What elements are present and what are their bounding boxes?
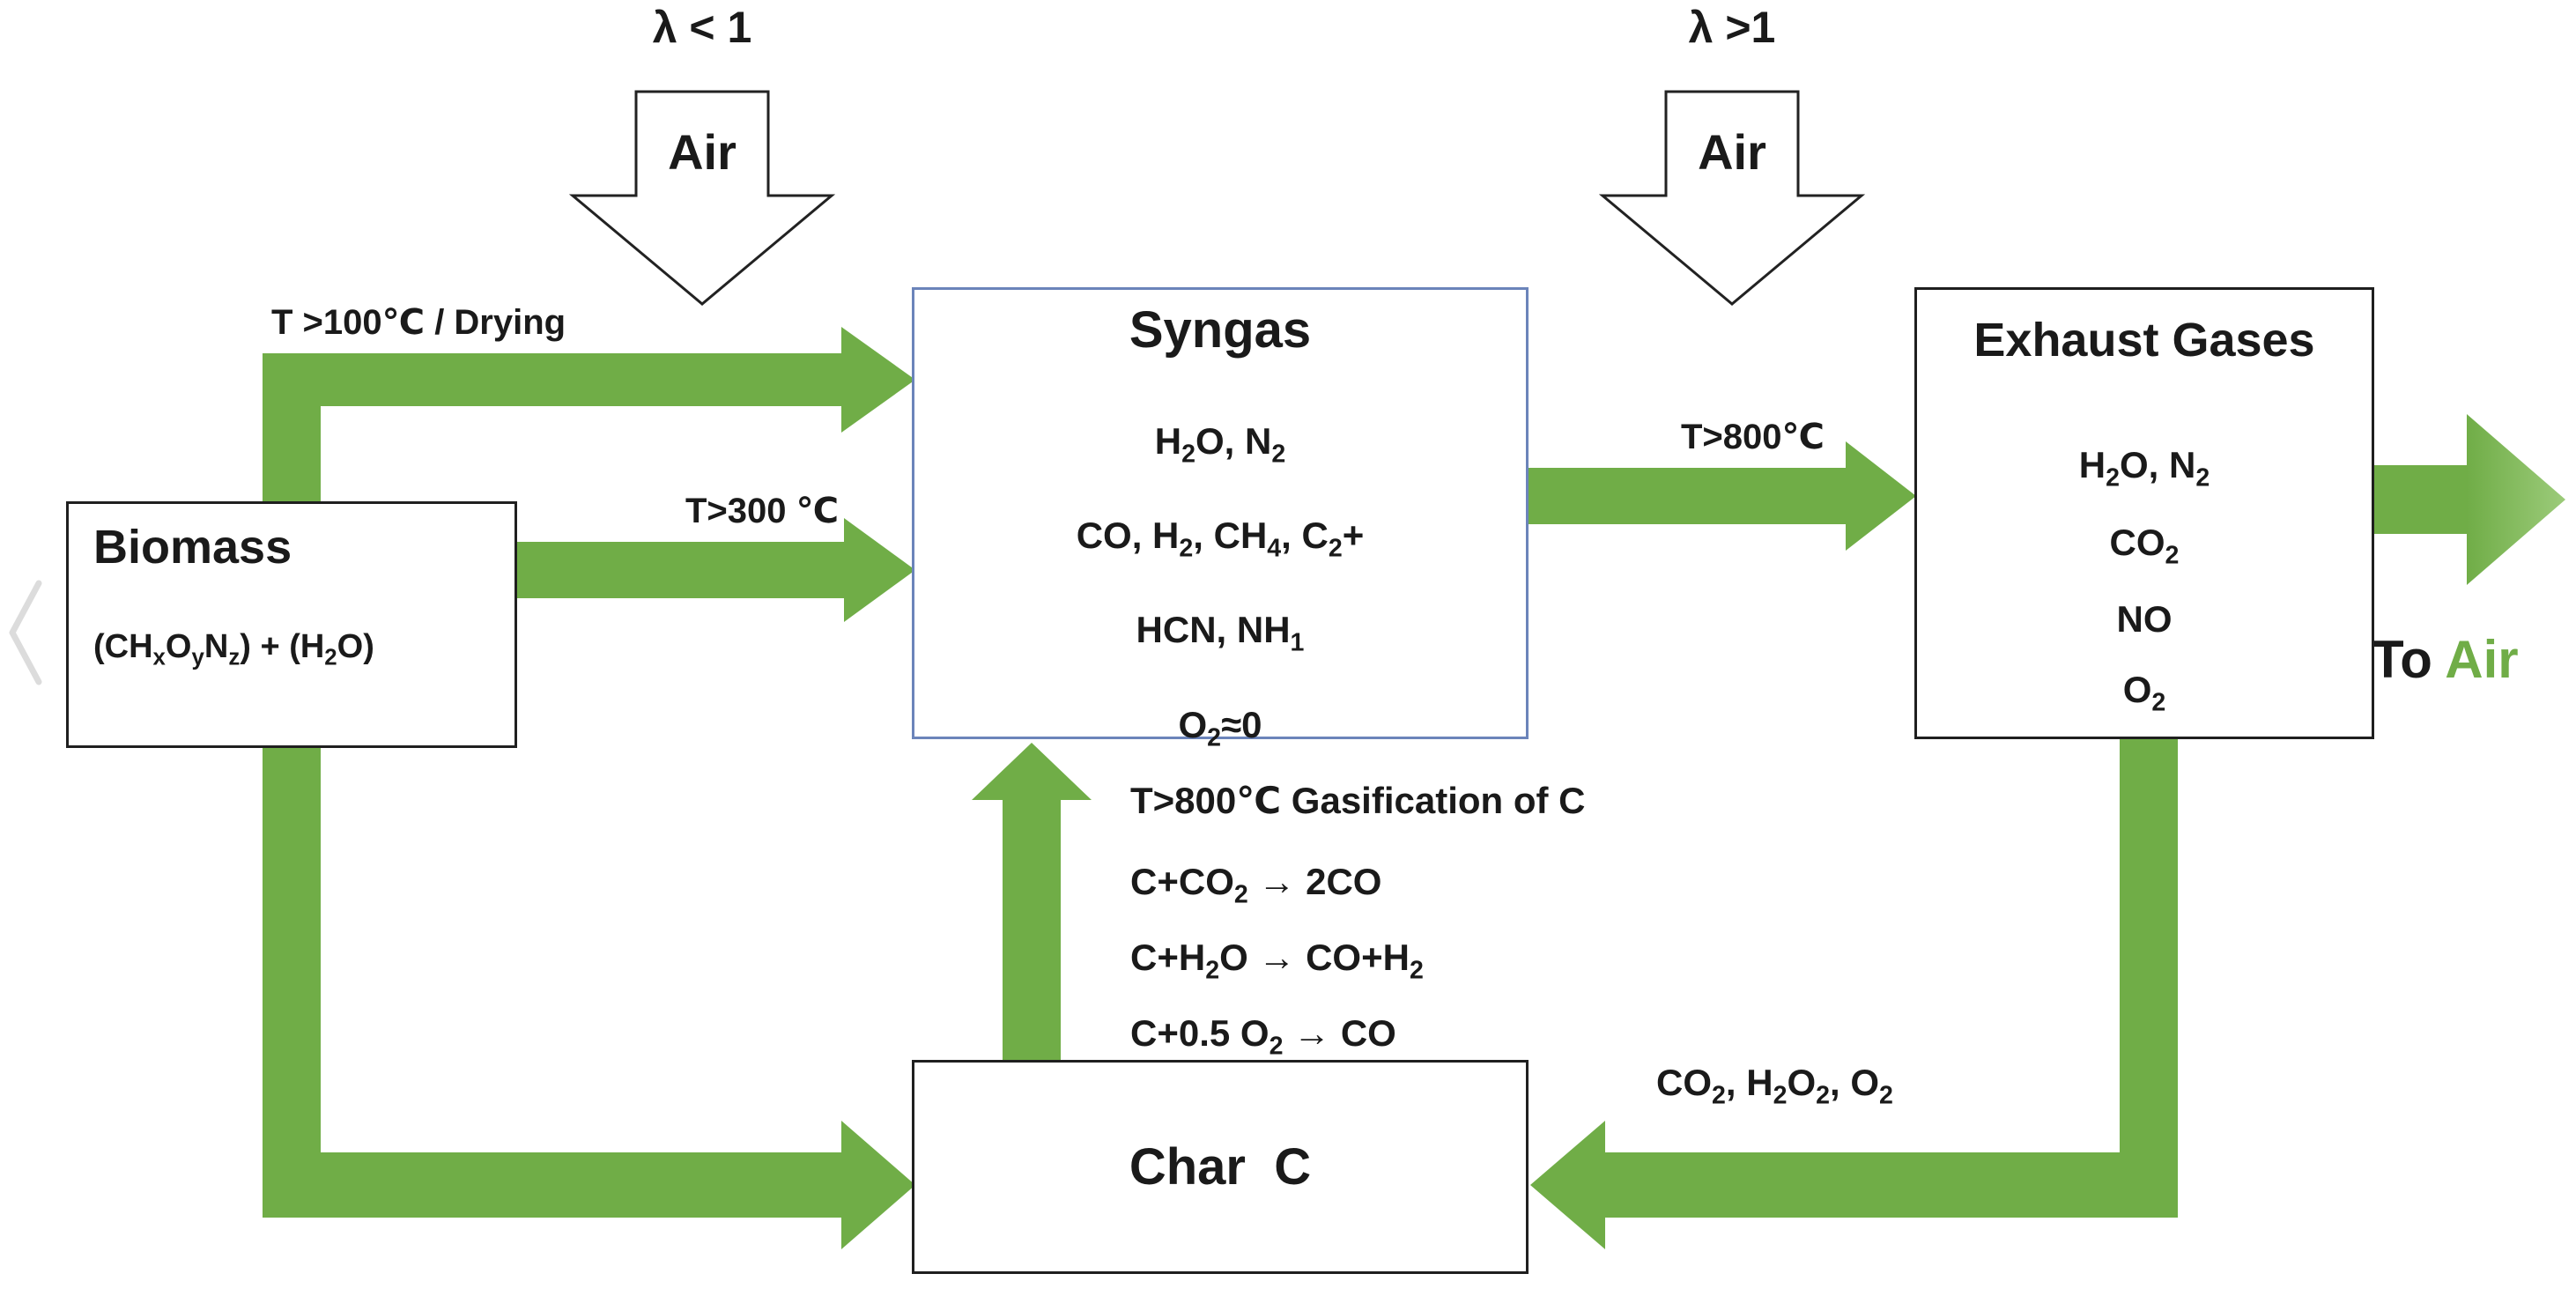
arrow-char-to-syngas xyxy=(972,743,1092,1063)
syngas-line: H2O, N2 xyxy=(1154,419,1286,469)
syngas-title: Syngas xyxy=(1129,301,1312,359)
prev-chevron-icon[interactable] xyxy=(9,580,42,685)
exhaust-line: NO xyxy=(2116,597,2173,640)
exhaust-gases-title: Exhaust Gases xyxy=(1973,314,2315,367)
exhaust-line: CO2 xyxy=(2109,521,2180,570)
air-inlet-arrow-left xyxy=(568,90,836,306)
air-left-label: Air xyxy=(668,124,737,180)
exhaust-gases-box: Exhaust Gases H2O, N2 CO2 NO O2 xyxy=(1914,287,2374,739)
arrow-biomass-to-char xyxy=(263,748,915,1249)
pyrolysis-arrow-label: T>300 ℃ xyxy=(685,492,840,530)
char-title: Char C xyxy=(1129,1137,1312,1196)
gasification-reactions: T>800℃ Gasification of C C+CO2 → 2CO C+H… xyxy=(1130,782,1586,1091)
syngas-line: O2≈0 xyxy=(1178,703,1262,752)
arrow-biomass-to-syngas-pyrolysis xyxy=(517,518,915,622)
air-right-label: Air xyxy=(1698,124,1766,180)
exhaust-line: H2O, N2 xyxy=(2078,444,2210,492)
air-inlet-arrow-right xyxy=(1598,90,1866,306)
char-recycle-label: CO2, H2O2, O2 xyxy=(1656,1062,1893,1110)
syngas-line: CO, H2, CH4, C2+ xyxy=(1076,515,1365,563)
char-box: Char C xyxy=(912,1060,1529,1274)
to-air-prefix: To xyxy=(2372,630,2446,689)
biomass-title: Biomass xyxy=(93,521,292,574)
syngas-box: Syngas H2O, N2 CO, H2, CH4, C2+ HCN, NH1… xyxy=(912,287,1529,752)
arrow-exhaust-to-char xyxy=(1530,739,2178,1249)
lambda-left-label: λ < 1 xyxy=(652,3,752,52)
drying-arrow-label: T >100℃ / Drying xyxy=(271,303,566,342)
exhaust-line: O2 xyxy=(2122,669,2166,717)
to-air-label: To Air xyxy=(2372,631,2519,689)
syngas-line: HCN, NH1 xyxy=(1136,609,1305,657)
gasification-line: C+0.5 O2 → CO xyxy=(1130,1011,1396,1061)
gasification-line: C+H2O → CO+H2 xyxy=(1130,936,1424,985)
arrow-biomass-to-syngas-drying xyxy=(263,327,915,503)
arrow-syngas-to-exhaust xyxy=(1529,441,1916,551)
lambda-right-label: λ >1 xyxy=(1688,3,1776,52)
gasification-line: C+CO2 → 2CO xyxy=(1130,861,1382,909)
to-air-word: Air xyxy=(2445,630,2519,689)
gasification-line: T>800℃ Gasification of C xyxy=(1130,780,1586,821)
arrow-exhaust-to-air xyxy=(2374,414,2565,585)
combustion-arrow-label: T>800℃ xyxy=(1681,418,1825,456)
biomass-box: Biomass (CHxOyNz) + (H2O) xyxy=(66,501,517,748)
biomass-formula: (CHxOyNz) + (H2O) xyxy=(93,628,374,670)
